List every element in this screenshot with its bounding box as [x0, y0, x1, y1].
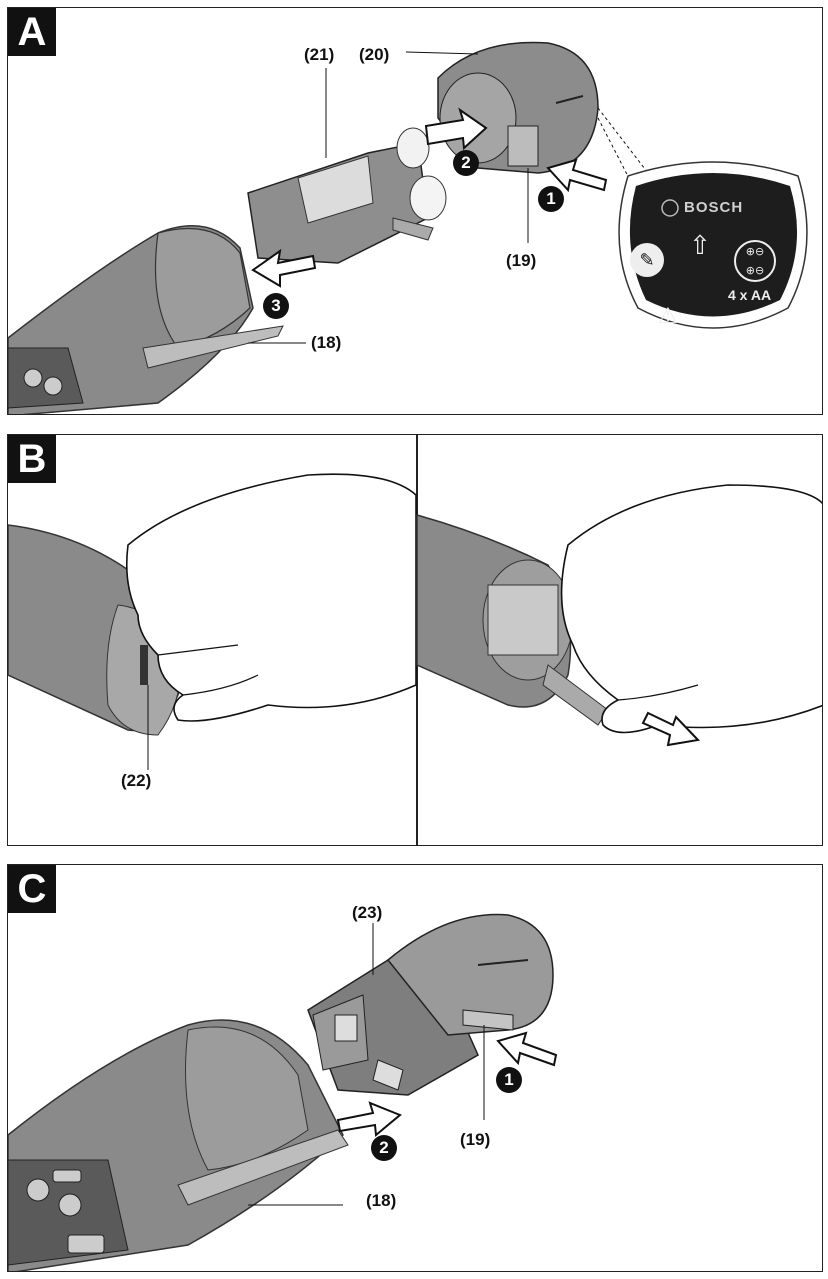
step-1-marker: 1 — [496, 1067, 522, 1093]
panel-letter-c: C — [8, 865, 56, 913]
panel-c-illustration — [8, 913, 558, 1271]
panel-letter-a: A — [8, 8, 56, 56]
callout-19: (19) — [506, 251, 537, 270]
hand-right — [560, 484, 822, 734]
push-arrow-icon — [496, 1031, 558, 1067]
callout-23: (23) — [352, 903, 383, 922]
push-arrow-icon — [546, 158, 608, 193]
tool-body-c — [8, 1019, 349, 1271]
push-arrow-icon — [251, 248, 317, 288]
tool-body-b-right — [416, 514, 609, 726]
panel-a-illustration — [8, 41, 808, 414]
pull-arrow-icon — [641, 711, 701, 747]
push-arrow-icon — [424, 107, 488, 151]
callout-18: (18) — [311, 333, 342, 352]
manual-icon: ✎ — [630, 243, 664, 277]
warning-icon: ⚠ — [658, 304, 678, 329]
badge-battery: 4 x AA — [728, 287, 772, 303]
hand-left — [125, 473, 417, 722]
step-1-marker: 1 — [538, 186, 564, 212]
tool-body-a — [8, 225, 284, 414]
step-2-marker: 2 — [371, 1135, 397, 1161]
push-arrow-icon — [336, 1101, 402, 1137]
battery-cap — [437, 41, 599, 174]
callout-18: (18) — [366, 1191, 397, 1210]
callout-22: (22) — [121, 771, 152, 790]
panel-a: A — [7, 7, 823, 415]
release-latch — [140, 645, 148, 685]
step-2-marker: 2 — [453, 150, 479, 176]
panel-b-illustration — [8, 473, 822, 770]
bosch-logo-icon — [661, 199, 679, 217]
panel-c: C (23) (19) (18) — [7, 864, 823, 1272]
callout-19: (19) — [460, 1130, 491, 1149]
callout-20: (20) — [359, 45, 390, 64]
battery-holder — [247, 127, 447, 264]
step-3-marker: 3 — [263, 293, 289, 319]
panel-b: B (22) — [7, 434, 823, 846]
battery-pack — [307, 913, 554, 1096]
arrow-up-icon: ⇧ — [689, 230, 711, 260]
panel-letter-b: B — [8, 435, 56, 483]
badge-brand: BOSCH — [684, 199, 744, 216]
battery-polarity-icon: ⊕⊖⊕⊖ — [734, 240, 776, 282]
callout-21: (21) — [304, 45, 335, 64]
